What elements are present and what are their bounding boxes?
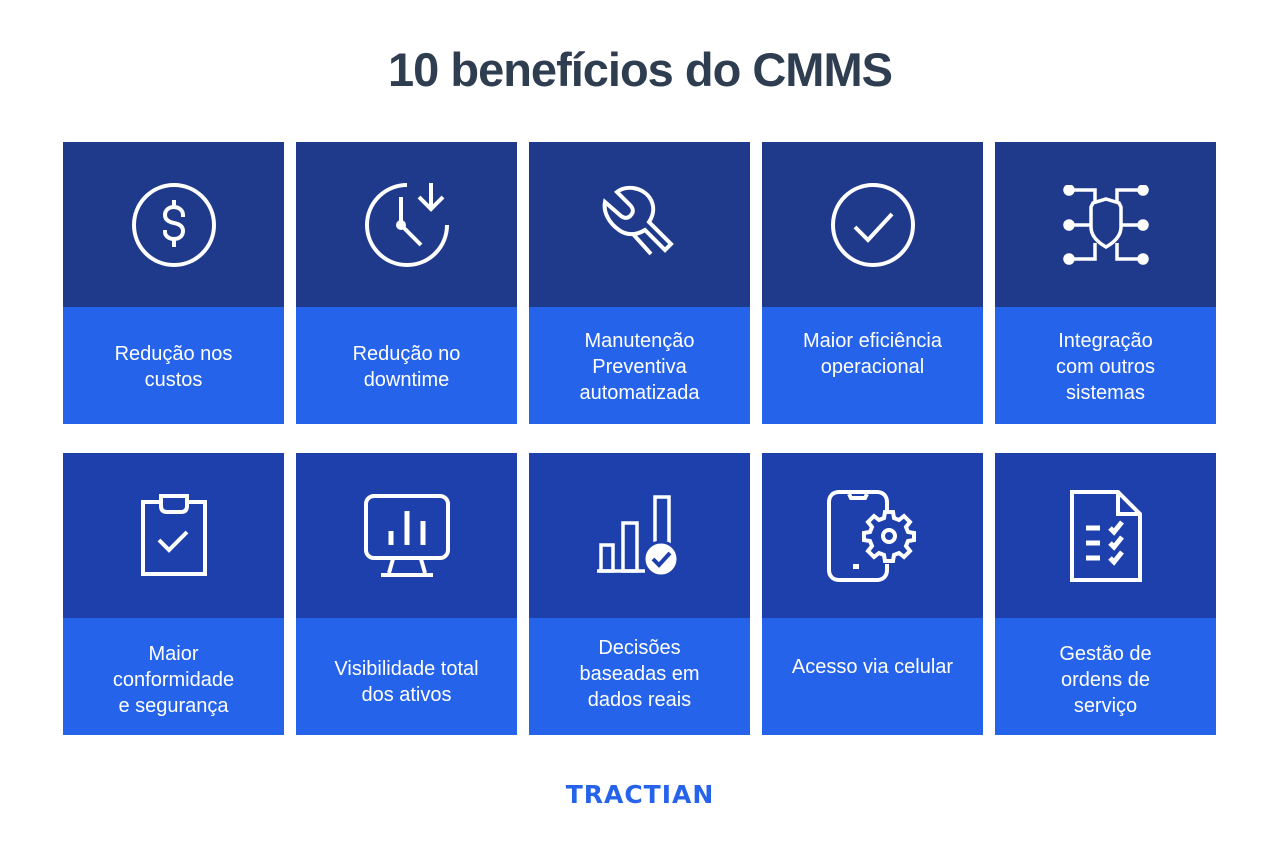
card-label-area: Acesso via celular xyxy=(762,618,983,735)
benefit-label: Maior eficiência operacional xyxy=(803,330,942,378)
card-icon-area xyxy=(995,453,1216,618)
card-icon-area xyxy=(762,453,983,618)
card-label-area: Manutenção Preventiva automatizada xyxy=(529,307,750,424)
card-label-area: Decisões baseadas em dados reais xyxy=(529,618,750,735)
card-icon-area xyxy=(995,142,1216,307)
card-label-area: Maior eficiência operacional xyxy=(762,307,983,424)
benefit-label: Redução nos custos xyxy=(114,343,233,391)
phone-gear-icon xyxy=(826,489,919,582)
benefits-row-2: Maior conformidade e segurança xyxy=(63,453,1216,735)
card-icon-area xyxy=(762,142,983,307)
shield-circuit-icon xyxy=(1062,184,1149,265)
card-label-area: Visibilidade total dos ativos xyxy=(296,618,517,735)
bar-chart-check-icon xyxy=(595,493,685,579)
monitor-chart-icon xyxy=(363,493,451,579)
benefit-card-preventive-maintenance: Manutenção Preventiva automatizada xyxy=(529,142,750,424)
wrench-icon xyxy=(595,180,685,270)
card-label-area: Redução no downtime xyxy=(296,307,517,424)
card-icon-area xyxy=(63,453,284,618)
clock-down-arrow-icon xyxy=(359,177,455,273)
card-label-area: Integração com outros sistemas xyxy=(995,307,1216,424)
benefit-label: Gestão de ordens de serviço xyxy=(1059,643,1152,717)
tractian-logo: TRACTIAN xyxy=(565,780,715,809)
card-icon-area xyxy=(296,142,517,307)
document-checklist-icon xyxy=(1068,489,1144,582)
card-label-area: Maior conformidade e segurança xyxy=(63,618,284,735)
card-icon-area xyxy=(529,142,750,307)
card-label-area: Gestão de ordens de serviço xyxy=(995,618,1216,735)
clipboard-check-icon xyxy=(139,493,209,578)
benefit-label: Manutenção Preventiva automatizada xyxy=(579,330,700,404)
check-circle-icon xyxy=(828,180,918,270)
benefit-card-compliance-safety: Maior conformidade e segurança xyxy=(63,453,284,735)
benefit-label: Decisões baseadas em dados reais xyxy=(579,637,700,711)
page-title: 10 benefícios do CMMS xyxy=(388,43,893,96)
benefit-label: Visibilidade total dos ativos xyxy=(334,658,479,706)
card-icon-area xyxy=(63,142,284,307)
benefit-card-integration: Integração com outros sistemas xyxy=(995,142,1216,424)
card-icon-area xyxy=(529,453,750,618)
benefit-card-asset-visibility: Visibilidade total dos ativos xyxy=(296,453,517,735)
benefit-label: Integração com outros sistemas xyxy=(1056,330,1155,404)
benefit-label: Acesso via celular xyxy=(791,656,954,678)
dollar-circle-icon xyxy=(129,180,219,270)
benefit-card-downtime-reduction: Redução no downtime xyxy=(296,142,517,424)
benefit-card-operational-efficiency: Maior eficiência operacional xyxy=(762,142,983,424)
benefit-card-work-order-management: Gestão de ordens de serviço xyxy=(995,453,1216,735)
card-label-area: Redução nos custos xyxy=(63,307,284,424)
benefit-card-mobile-access: Acesso via celular xyxy=(762,453,983,735)
card-icon-area xyxy=(296,453,517,618)
benefit-label: Redução no downtime xyxy=(352,343,461,391)
benefits-row-1: Redução nos custos Redução no downt xyxy=(63,142,1216,424)
benefit-label: Maior conformidade e segurança xyxy=(112,643,235,717)
benefit-card-cost-reduction: Redução nos custos xyxy=(63,142,284,424)
benefit-card-data-driven-decisions: Decisões baseadas em dados reais xyxy=(529,453,750,735)
